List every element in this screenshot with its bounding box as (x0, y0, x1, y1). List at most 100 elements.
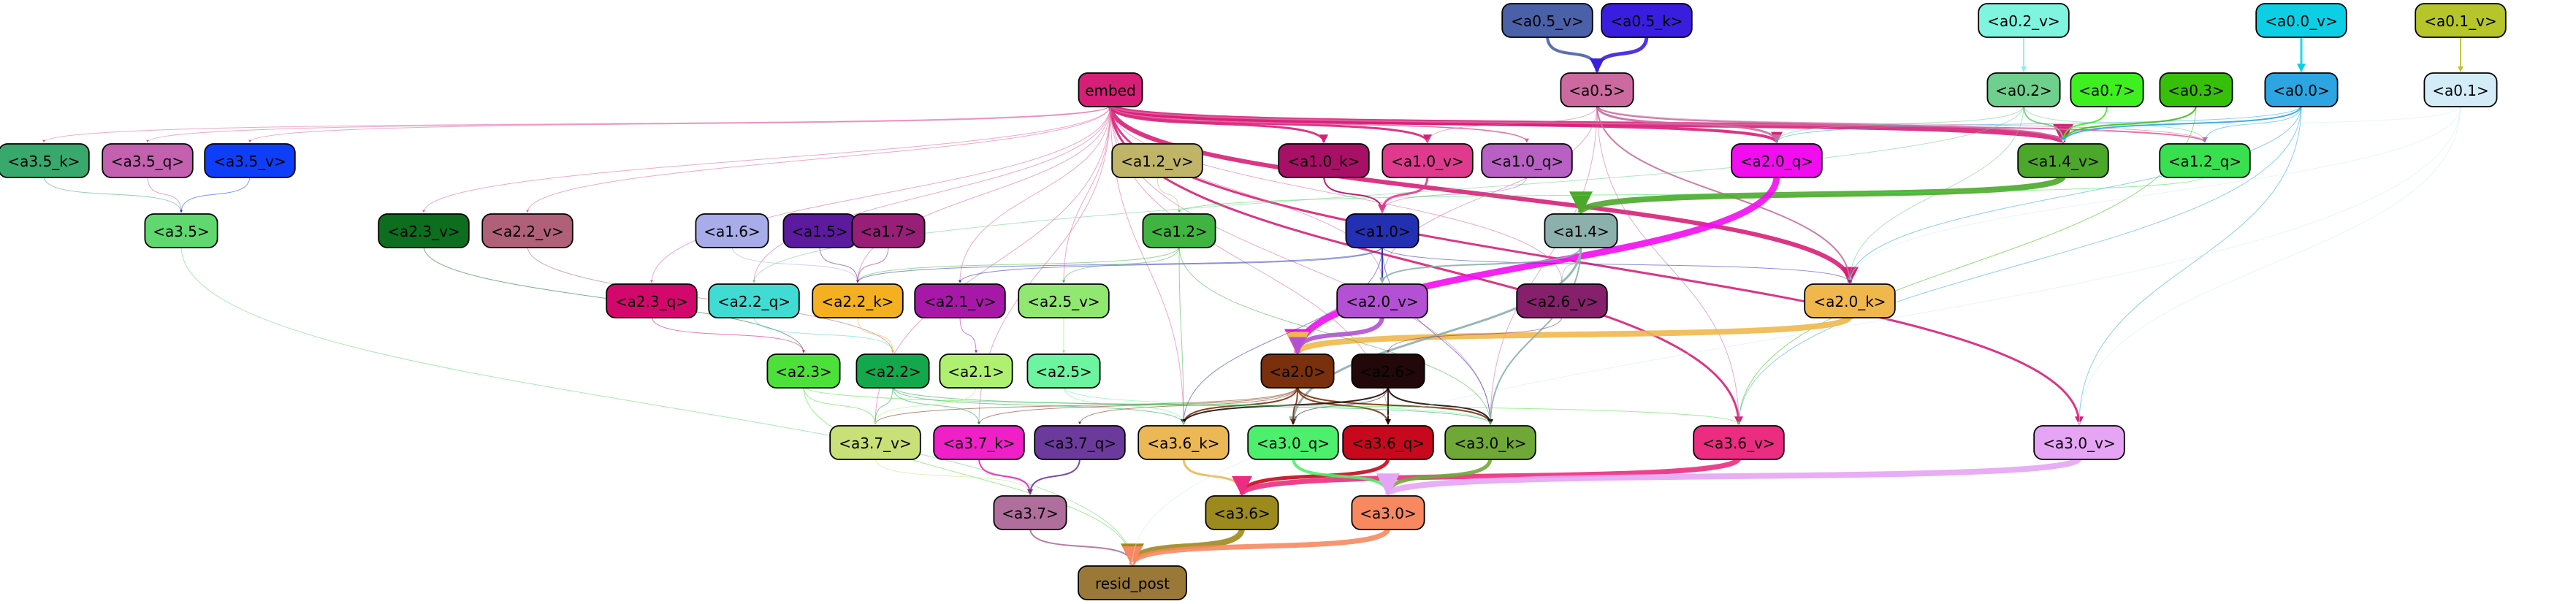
node-label: <a1.7> (860, 223, 917, 240)
node-label: <a1.2_q> (2168, 153, 2241, 170)
node-label: <a0.0_v> (2265, 12, 2337, 30)
node-label: <a0.1> (2432, 82, 2489, 99)
node-box (993, 495, 1067, 530)
node-a2-5-v[interactable]: <a2.5_v> (1018, 283, 1110, 318)
edge-a3_7-to-resid_post (1029, 527, 1135, 565)
node-a0-1-v[interactable]: <a0.1_v> (2415, 3, 2507, 38)
node-a3-5-v[interactable]: <a3.5_v> (204, 143, 296, 178)
node-a2-2-v[interactable]: <a2.2_v> (481, 213, 573, 248)
edge-a2_0-to-a3_7_k (978, 386, 1298, 425)
node-a2-2-k[interactable]: <a2.2_k> (812, 283, 904, 318)
node-a3-7-v[interactable]: <a3.7_v> (829, 425, 921, 460)
node-a2-2-q[interactable]: <a2.2_q> (708, 283, 800, 318)
node-a3-6-k[interactable]: <a3.6_k> (1138, 425, 1230, 460)
node-box (204, 143, 296, 178)
node-label: <a0.5_k> (1610, 12, 1683, 30)
node-a3-7-q[interactable]: <a3.7_q> (1034, 425, 1126, 460)
node-box (606, 283, 698, 318)
node-a3-0-k[interactable]: <a3.0_k> (1444, 425, 1536, 460)
node-a2-6[interactable]: <a2.6> (1351, 353, 1425, 389)
edge-a1_2-to-a3_6_k (1178, 245, 1185, 425)
node-a1-0-k[interactable]: <a1.0_k> (1278, 143, 1370, 178)
edge-a0_0-to-a3_0_v (2078, 104, 2302, 425)
node-embed[interactable]: embed (1078, 72, 1143, 107)
node-a2-0[interactable]: <a2.0> (1260, 353, 1335, 389)
node-resid-post[interactable]: resid_post (1078, 565, 1187, 600)
node-a3-7[interactable]: <a3.7> (993, 495, 1067, 530)
node-box (933, 425, 1025, 460)
node-label: <a2.5> (1035, 363, 1092, 381)
node-a3-6-v[interactable]: <a3.6_v> (1693, 425, 1785, 460)
node-a2-3-q[interactable]: <a2.3_q> (606, 283, 698, 318)
node-a0-2-v[interactable]: <a0.2_v> (1978, 3, 2070, 38)
node-a2-0-q[interactable]: <a2.0_q> (1731, 143, 1823, 178)
node-box (1731, 143, 1823, 178)
node-label: <a2.0_q> (1740, 153, 1813, 170)
node-box (1138, 425, 1230, 460)
node-a3-7-k[interactable]: <a3.7_k> (933, 425, 1025, 460)
edge-a3_0_v-to-a3_0 (1376, 456, 2082, 497)
node-a1-2-v[interactable]: <a1.2_v> (1111, 143, 1203, 178)
edge-a1_2-to-a2_2_k (856, 245, 1180, 283)
node-a1-4[interactable]: <a1.4> (1544, 213, 1618, 248)
node-a0-5-v[interactable]: <a0.5_v> (1501, 3, 1593, 38)
node-a2-3[interactable]: <a2.3> (766, 353, 841, 389)
edge-a2_3_q-to-a2_3 (651, 316, 805, 353)
node-a2-3-v[interactable]: <a2.3_v> (378, 213, 470, 248)
node-label: <a2.5_v> (1027, 293, 1100, 310)
node-box (851, 213, 926, 248)
node-a1-2[interactable]: <a1.2> (1142, 213, 1216, 248)
node-a1-0-q[interactable]: <a1.0_q> (1481, 143, 1573, 178)
node-a2-0-k[interactable]: <a2.0_k> (1804, 283, 1896, 318)
node-a1-5[interactable]: <a1.5> (782, 213, 857, 248)
node-label: <a3.5> (153, 223, 210, 240)
node-a1-2-q[interactable]: <a1.2_q> (2159, 143, 2251, 178)
node-box (812, 283, 904, 318)
node-a3-0-v[interactable]: <a3.0_v> (2033, 425, 2125, 460)
node-a2-0-v[interactable]: <a2.0_v> (1336, 283, 1428, 318)
node-label: <a0.0> (2273, 82, 2330, 99)
node-a3-5[interactable]: <a3.5> (144, 213, 218, 248)
node-label: <a2.2_k> (821, 293, 893, 310)
node-a0-5-k[interactable]: <a0.5_k> (1601, 3, 1693, 38)
node-a0-2[interactable]: <a0.2> (1986, 72, 2061, 107)
edge-a0_5_v-to-a0_5 (1546, 35, 1603, 73)
node-box (2255, 3, 2347, 38)
node-box (1481, 143, 1573, 178)
node-a0-0-v[interactable]: <a0.0_v> (2255, 3, 2347, 38)
node-a0-3[interactable]: <a0.3> (2159, 72, 2233, 107)
node-a3-0[interactable]: <a3.0> (1351, 495, 1425, 530)
node-a2-1-v[interactable]: <a2.1_v> (914, 283, 1006, 318)
node-a2-1[interactable]: <a2.1> (939, 353, 1013, 389)
node-a2-2[interactable]: <a2.2> (856, 353, 930, 389)
node-box (766, 353, 841, 389)
node-label: <a2.2> (864, 363, 921, 381)
edge-a0_5-to-a1_0_v (1426, 104, 1598, 143)
node-a1-0-v[interactable]: <a1.0_v> (1382, 143, 1474, 178)
node-a3-5-q[interactable]: <a3.5_q> (102, 143, 194, 178)
node-label: <a3.6_q> (1352, 435, 1425, 452)
node-box (1142, 213, 1216, 248)
node-a0-0[interactable]: <a0.0> (2264, 72, 2339, 107)
node-label: <a3.0_q> (1257, 435, 1330, 452)
edge-a1_2_q-to-a1_2 (1178, 175, 2206, 213)
node-a3-6-q[interactable]: <a3.6_q> (1342, 425, 1434, 460)
node-a0-7[interactable]: <a0.7> (2070, 72, 2144, 107)
node-a0-1[interactable]: <a0.1> (2423, 72, 2498, 107)
node-a3-6[interactable]: <a3.6> (1205, 495, 1279, 530)
node-label: <a0.5_v> (1511, 12, 1583, 30)
node-a1-7[interactable]: <a1.7> (851, 213, 926, 248)
node-a3-0-q[interactable]: <a3.0_q> (1247, 425, 1339, 460)
edge-a2_2_q-to-a2_2 (753, 316, 894, 353)
node-label: <a1.2_v> (1121, 153, 1193, 170)
edge-a1_4_v-to-a1_4 (1569, 174, 2066, 215)
edge-a2_2-to-a3_6_k (892, 386, 1185, 425)
node-a2-6-v[interactable]: <a2.6_v> (1516, 283, 1608, 318)
node-a0-5[interactable]: <a0.5> (1560, 72, 1634, 107)
node-a1-0[interactable]: <a1.0> (1345, 213, 1420, 248)
node-a1-4-v[interactable]: <a1.4_v> (2017, 143, 2109, 178)
node-a2-5[interactable]: <a2.5> (1026, 353, 1101, 389)
node-a3-5-k[interactable]: <a3.5_k> (0, 143, 90, 178)
node-a1-6[interactable]: <a1.6> (695, 213, 769, 248)
edge-embed-to-a3_5_v (248, 104, 1111, 143)
